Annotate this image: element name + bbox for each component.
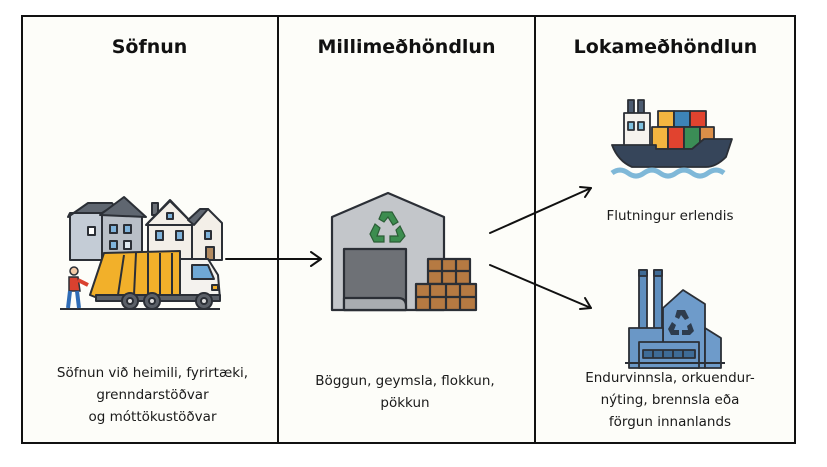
- water-waves: [610, 167, 726, 179]
- column-title-intermediate-treatment: Millimeðhöndlun: [317, 36, 496, 58]
- caption-shipping-abroad: Flutningur erlendis: [606, 208, 734, 224]
- container-ship-icon: [610, 99, 733, 179]
- caption-line: og móttökustöðvar: [88, 409, 217, 425]
- recycle-icon: [668, 310, 694, 335]
- column-title-collection: Söfnun: [111, 36, 188, 58]
- houses-and-garbage-truck-icon: [60, 196, 223, 310]
- worker: [66, 266, 89, 309]
- caption-line: pökkun: [380, 395, 430, 411]
- column-divider: [534, 15, 536, 444]
- caption-line: Söfnun við heimili, fyrirtæki,: [56, 365, 249, 381]
- caption-line: Endurvinnsla, orkuendur-: [585, 370, 755, 386]
- caption-line: nýting, brennsla eða: [600, 392, 740, 408]
- warehouse-recycling-icon: [330, 191, 478, 312]
- column-title-final-treatment: Lokameðhöndlun: [573, 36, 758, 58]
- caption-collection: Söfnun við heimili, fyrirtæki, grenndars…: [40, 362, 265, 428]
- column-divider: [277, 15, 279, 444]
- caption-line: Böggun, geymsla, flokkun,: [315, 373, 495, 389]
- caption-intermediate-treatment: Böggun, geymsla, flokkun, pökkun: [290, 370, 520, 414]
- recycle-icon: [369, 211, 406, 243]
- caption-domestic-treatment: Endurvinnsla, orkuendur- nýting, brennsl…: [560, 367, 780, 433]
- stacked-boxes: [414, 257, 478, 312]
- ship-hull: [611, 138, 733, 168]
- caption-line: grenndarstöðvar: [96, 387, 209, 403]
- caption-line: förgun innanlands: [608, 414, 732, 430]
- recycling-factory-icon: [625, 269, 725, 369]
